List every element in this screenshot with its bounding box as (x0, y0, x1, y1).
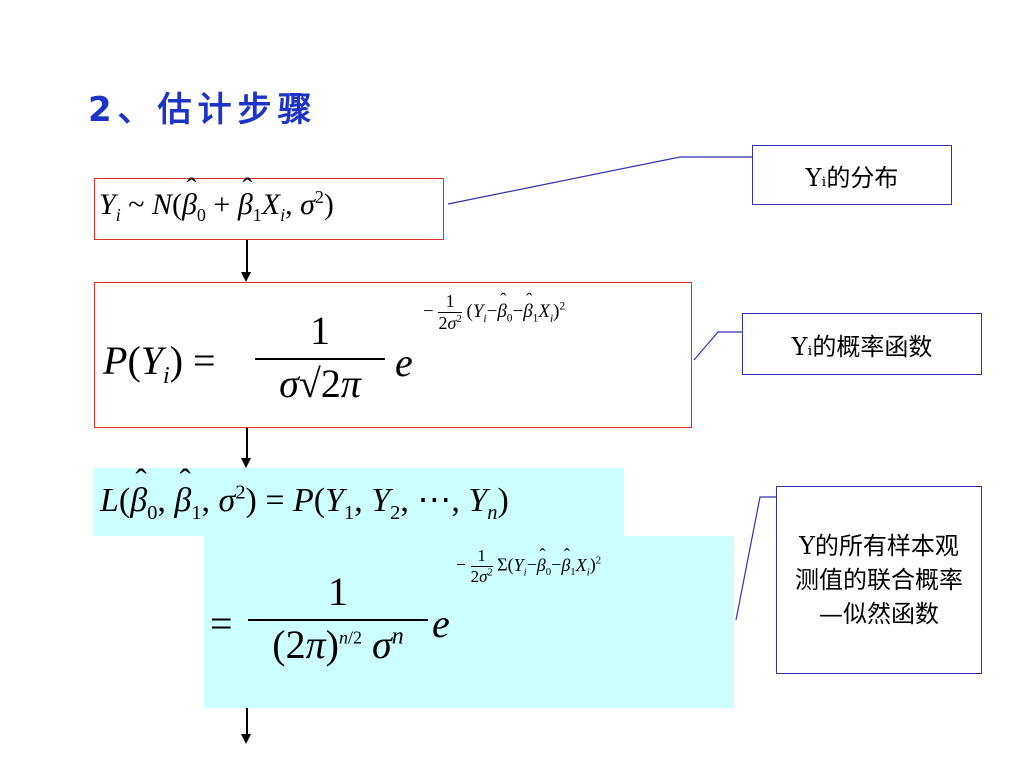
callout-probability: Yᵢ的概率函数 (742, 313, 982, 375)
formula-probability-e: e (395, 340, 413, 385)
formula-likelihood-top: L(β0, β1, σ2) = P(Y1, Y2, ⋯, Yn) (94, 463, 624, 536)
formula-probability-fraction: 1 σ√2π (255, 307, 385, 407)
flow-arrow-2-head (241, 458, 251, 468)
formula-likelihood-e: e (432, 601, 450, 646)
callout-distribution-text: Yᵢ的分布 (805, 163, 899, 192)
formula-probability-lhs: P(Yi) = (103, 338, 216, 389)
formula-likelihood-definition: L(β0, β1, σ2) = P(Y1, Y2, ⋯, Yn) (100, 463, 509, 525)
callout-likelihood-text: Y的所有样本观测值的联合概率—似然函数 (795, 532, 963, 628)
connector-prob (693, 331, 742, 361)
flow-arrow-1-head (241, 272, 251, 282)
callout-probability-text: Yᵢ的概率函数 (791, 332, 933, 361)
connector-dist (447, 156, 752, 205)
callout-likelihood: Y的所有样本观测值的联合概率—似然函数 (776, 486, 982, 674)
flow-arrow-2 (246, 428, 248, 462)
flow-arrow-3 (246, 708, 248, 738)
formula-distribution: Yi ~ N(β0 + β1Xi, σ2) (99, 172, 334, 226)
flow-arrow-3-head (241, 734, 251, 744)
formula-likelihood-fraction: 1 (2π)n/2 σn (248, 568, 428, 668)
slide-title: 2、估计步骤 (88, 90, 318, 130)
formula-distribution-box: Yi ~ N(β0 + β1Xi, σ2) (94, 172, 444, 240)
connector-likelihood (735, 496, 776, 621)
callout-distribution: Yᵢ的分布 (752, 145, 952, 205)
flow-arrow-1 (246, 240, 248, 276)
formula-likelihood-equals: = (210, 601, 233, 646)
